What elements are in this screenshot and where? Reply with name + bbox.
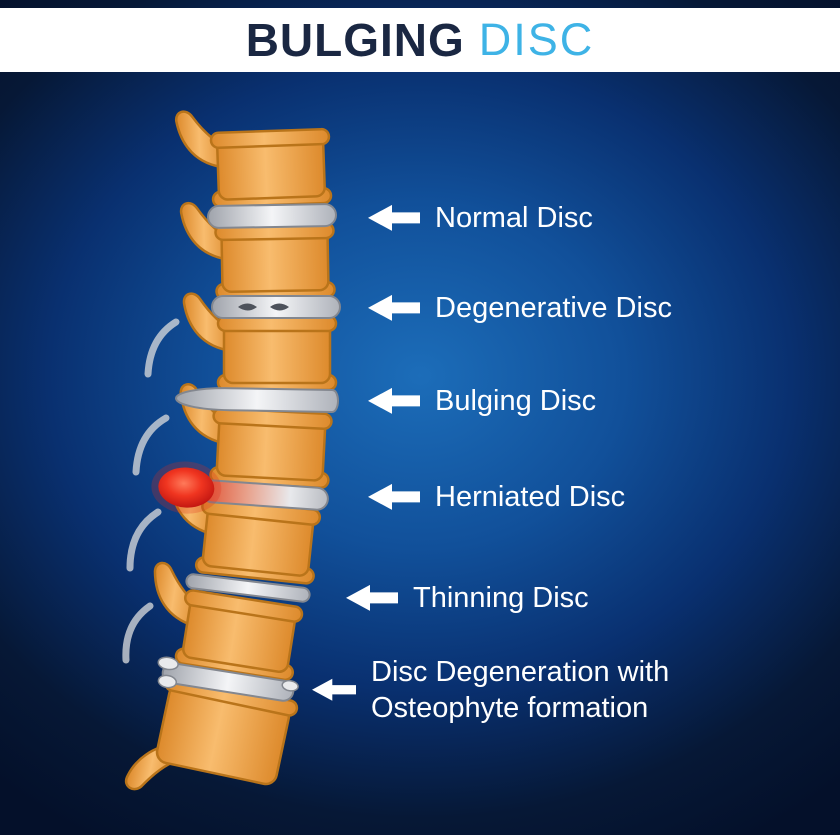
arrow-left-icon bbox=[368, 388, 420, 414]
arrow-left-icon bbox=[368, 295, 420, 321]
annotation-herniated-disc: Herniated Disc bbox=[368, 479, 625, 515]
title-secondary: DISC bbox=[478, 14, 595, 65]
annotation-label: Thinning Disc bbox=[413, 581, 589, 614]
annotation-osteophyte: Disc Degeneration with Osteophyte format… bbox=[312, 654, 723, 727]
annotation-thinning-disc: Thinning Disc bbox=[346, 580, 589, 616]
osteophyte-spur bbox=[281, 679, 299, 692]
disc-bulging bbox=[175, 387, 339, 414]
annotation-bulging-disc: Bulging Disc bbox=[368, 383, 596, 419]
annotation-degenerative-disc: Degenerative Disc bbox=[368, 290, 672, 326]
annotation-label: Bulging Disc bbox=[435, 384, 597, 417]
herniation-bulge bbox=[158, 467, 215, 508]
degeneration-crack bbox=[270, 303, 289, 311]
arrow-left-icon bbox=[346, 585, 398, 611]
title-primary: BULGING bbox=[245, 14, 465, 66]
disc-thinning bbox=[185, 573, 311, 603]
arrow-left-icon bbox=[368, 484, 420, 510]
disc-osteophyte bbox=[157, 656, 299, 702]
annotation-label: Disc Degeneration with Osteophyte format… bbox=[371, 655, 670, 724]
title-bar: BULGING DISC bbox=[0, 8, 840, 72]
annotation-label: Herniated Disc bbox=[435, 480, 626, 513]
annotation-label: Degenerative Disc bbox=[435, 291, 672, 324]
disc-degenerative bbox=[211, 295, 341, 319]
vertebra bbox=[174, 105, 333, 210]
osteophyte-spur bbox=[157, 656, 179, 671]
arrow-left-icon bbox=[312, 679, 356, 701]
disc-herniated bbox=[151, 461, 329, 514]
annotation-label: Normal Disc bbox=[435, 201, 593, 234]
osteophyte-spur bbox=[157, 674, 178, 689]
arrow-left-icon bbox=[368, 205, 420, 231]
facet-joint-lines bbox=[122, 318, 180, 664]
degeneration-crack bbox=[238, 303, 257, 311]
annotation-normal-disc: Normal Disc bbox=[368, 200, 593, 236]
disc-normal bbox=[207, 203, 337, 229]
discs bbox=[151, 203, 341, 702]
